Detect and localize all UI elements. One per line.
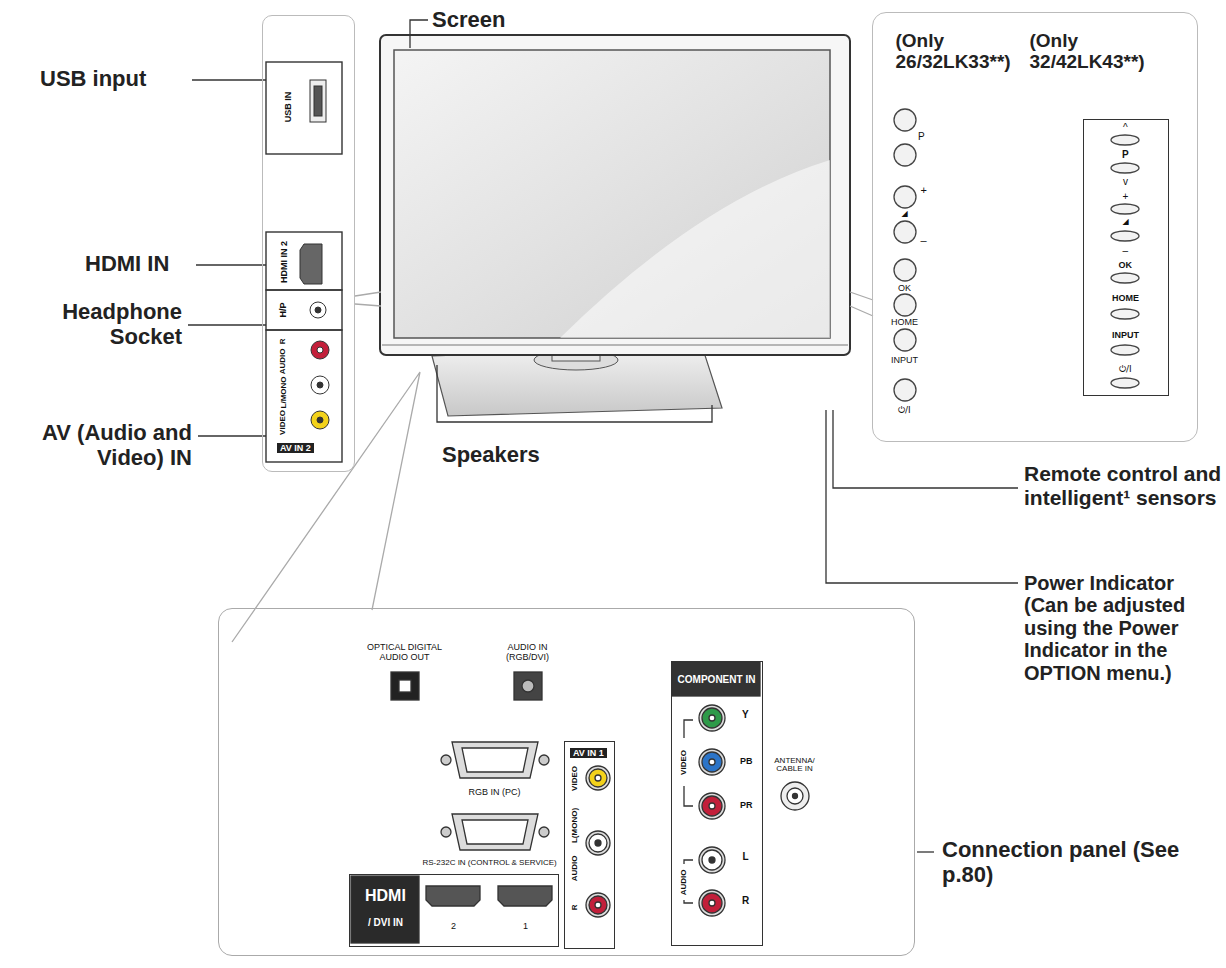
port-label: AUDIO [279,349,288,375]
side-panel: USB IN HDMI IN 2 H/P VIDEO L/MONOAUDIO R AV IN… [262,15,355,472]
port-label: AUDIO [680,870,689,896]
port-label: L(MONO) [571,808,580,843]
callout-label: AV (Audio and Video) IN [22,421,192,470]
hdmi-box: HDMI / DVI IN 2 1 [349,874,559,947]
callout-label: Headphone Socket [28,300,182,349]
port-label: OK [898,283,911,293]
port-label: INPUT [891,355,918,365]
port-label: R [279,339,288,345]
port-label: COMPONENT IN [674,674,760,685]
port-label: ◢ [1123,218,1129,227]
port-label: H/P [278,302,288,317]
port-label: + [1123,191,1129,202]
port-label: AV IN 2 [277,443,314,453]
port-label: (Only 32/42LK43**) [1030,30,1170,73]
port-label: AUDIO IN (RGB/DVI) [493,642,563,662]
callout-label: Connection panel (See p.80) [942,838,1182,887]
port-label: VIDEO [680,750,689,775]
port-label: HOME [891,317,918,327]
callout-label: Power Indicator (Can be adjusted using t… [1024,572,1222,684]
port-label: RS-232C IN (CONTROL & SERVICE) [423,859,557,868]
port-label: HOME [1112,293,1139,303]
component-box: COMPONENT IN Y PB PR VIDEO L AUDIO R [671,661,763,946]
port-label: PR [740,800,753,810]
port-label: – [1123,245,1129,256]
connection-ports [351,662,809,943]
av-input-box: AV IN 1 VIDEO L(MONO) AUDIO R [564,741,615,949]
port-label: INPUT [1112,330,1139,340]
port-label: (Only 26/32LK33**) [896,30,1021,73]
leader-lines [188,20,1018,852]
callout-label: USB input [40,67,146,92]
tv-set [380,35,850,416]
control-panel: ^ Pv + ◢ – OK HOME INPUT ⏻/I (Only 26/32LK33**)(O… [872,12,1198,442]
port-label: ⏻/I [1119,364,1132,374]
port-label: AUDIO [571,856,580,882]
port-label: OK [1119,260,1133,270]
callout-label: Remote control and intelligent¹ sensors [1024,462,1222,509]
connection-panel: AV IN 1 VIDEO L(MONO) AUDIO R COMPONENT IN Y PB… [218,608,915,956]
callout-label: Speakers [442,443,540,468]
port-label: HDMI [365,887,406,905]
port-label: OPTICAL DIGITAL AUDIO OUT [355,642,455,662]
port-label: Y [742,709,749,720]
port-label: 1 [523,921,528,931]
port-label: L [743,851,749,862]
port-label: – [921,234,927,246]
port-label: R [571,905,580,911]
control-buttons [894,109,1139,401]
port-label: / DVI IN [368,917,403,928]
side-panel-ports [266,62,342,462]
port-label: ANTENNA/ CABLE IN [764,757,826,775]
port-label: ◢ [902,210,908,219]
port-label: v [1123,176,1128,187]
callout-label: HDMI IN [85,252,169,277]
port-label: AV IN 1 [570,748,607,758]
port-label: R [742,895,749,906]
port-label: RGB IN (PC) [469,787,521,797]
port-label: VIDEO [571,766,580,791]
port-label: L/MONO [279,376,288,408]
port-label: ⏻/I [898,405,911,415]
port-label: PB [740,756,753,766]
port-label: HDMI IN 2 [278,241,288,283]
port-label: P [1122,149,1129,160]
port-label: + [921,184,927,196]
port-label: USB IN [283,91,293,122]
button-strip: ^ Pv + ◢ – OK HOME INPUT ⏻/I [1083,119,1169,396]
port-label: P [918,131,925,142]
port-label: VIDEO [279,410,288,435]
port-label: 2 [451,921,456,931]
callout-label: Screen [432,8,505,33]
port-label: ^ [1123,122,1128,133]
